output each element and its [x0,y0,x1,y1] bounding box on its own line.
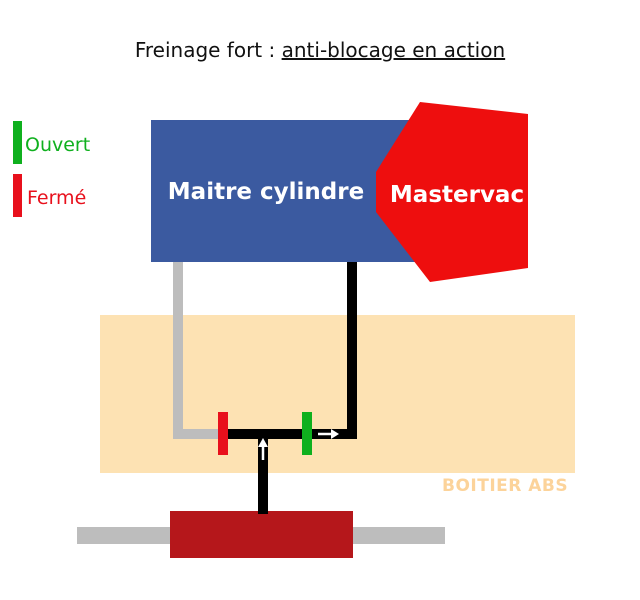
legend-open-label: Ouvert [25,134,91,156]
abs-box [100,315,575,473]
valve-open [302,412,312,455]
flow-arrows [258,429,339,460]
mastervac-label: Mastervac [390,182,524,208]
brake-caliper [170,511,353,558]
legend-closed-label: Fermé [27,187,87,209]
valve-closed [218,412,228,455]
legend-open-swatch [13,121,22,164]
legend-closed-swatch [13,174,22,217]
title-prefix: Freinage fort : [134,38,282,62]
title-underlined: anti-blocage en action [281,38,506,62]
mastervac [376,102,528,282]
flow-arrowhead-right [331,429,339,439]
flow-arrowhead-up [258,438,268,447]
pipe-inactive [173,258,222,439]
master-cylinder-label: Maitre cylindre [168,179,364,205]
diagram-title: Freinage fort : anti-blocage en action [0,38,640,62]
abs-box-label: BOITIER ABS [442,476,569,496]
